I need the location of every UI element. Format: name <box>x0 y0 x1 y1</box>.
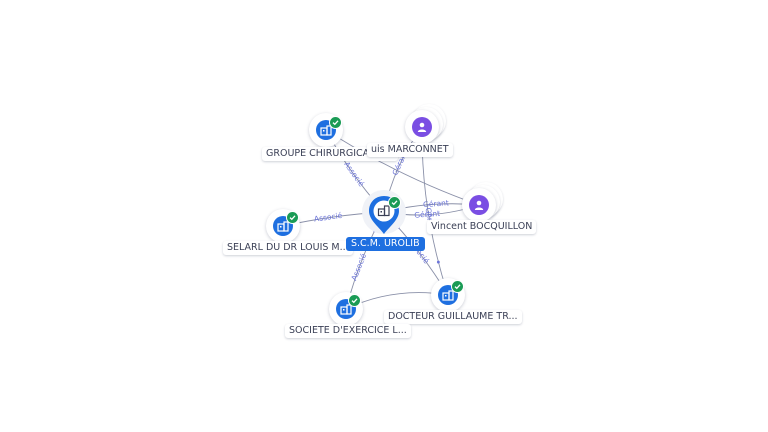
node-label: DOCTEUR GUILLAUME TR... <box>384 310 522 324</box>
node-label: GROUPE CHIRURGICAL D... <box>262 147 398 161</box>
verified-check-icon <box>329 116 342 129</box>
verified-check-icon <box>388 196 401 209</box>
node-label: uis MARCONNET <box>367 143 453 157</box>
node-label-main: S.C.M. UROLIB <box>346 237 425 251</box>
edge-arrow-dot <box>436 260 440 264</box>
edge-label: Associé <box>349 252 368 282</box>
person-icon <box>412 117 432 137</box>
node-label: SELARL DU DR LOUIS M... <box>223 241 353 255</box>
edge-label: Associé <box>313 211 343 224</box>
edge-label: Associé <box>342 160 366 189</box>
person-icon <box>469 195 489 215</box>
edge-label: Gérant <box>423 198 449 209</box>
verified-check-icon <box>348 294 361 307</box>
graph-edge <box>325 129 480 206</box>
edge-label: Gérant <box>414 209 440 220</box>
node-label: Vincent BOCQUILLON <box>427 220 537 234</box>
verified-check-icon <box>451 280 464 293</box>
verified-check-icon <box>286 211 299 224</box>
node-label: SOCIETE D'EXERCICE L... <box>285 324 411 338</box>
